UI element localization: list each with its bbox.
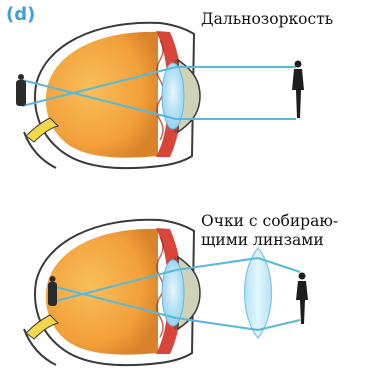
- person-figure-bottom: [296, 273, 308, 325]
- caption-converging-glasses: Очки с собираю- щими линзами: [201, 212, 338, 250]
- caption-line-2: щими линзами: [201, 231, 338, 250]
- caption-line-1: Очки с собираю-: [201, 212, 338, 231]
- inverted-image-top: [16, 74, 26, 106]
- panel-label: (d): [6, 4, 35, 25]
- caption-hyperopia: Дальнозоркость: [201, 10, 333, 29]
- person-figure-top: [292, 61, 304, 119]
- eye-hyperopia: [16, 23, 304, 168]
